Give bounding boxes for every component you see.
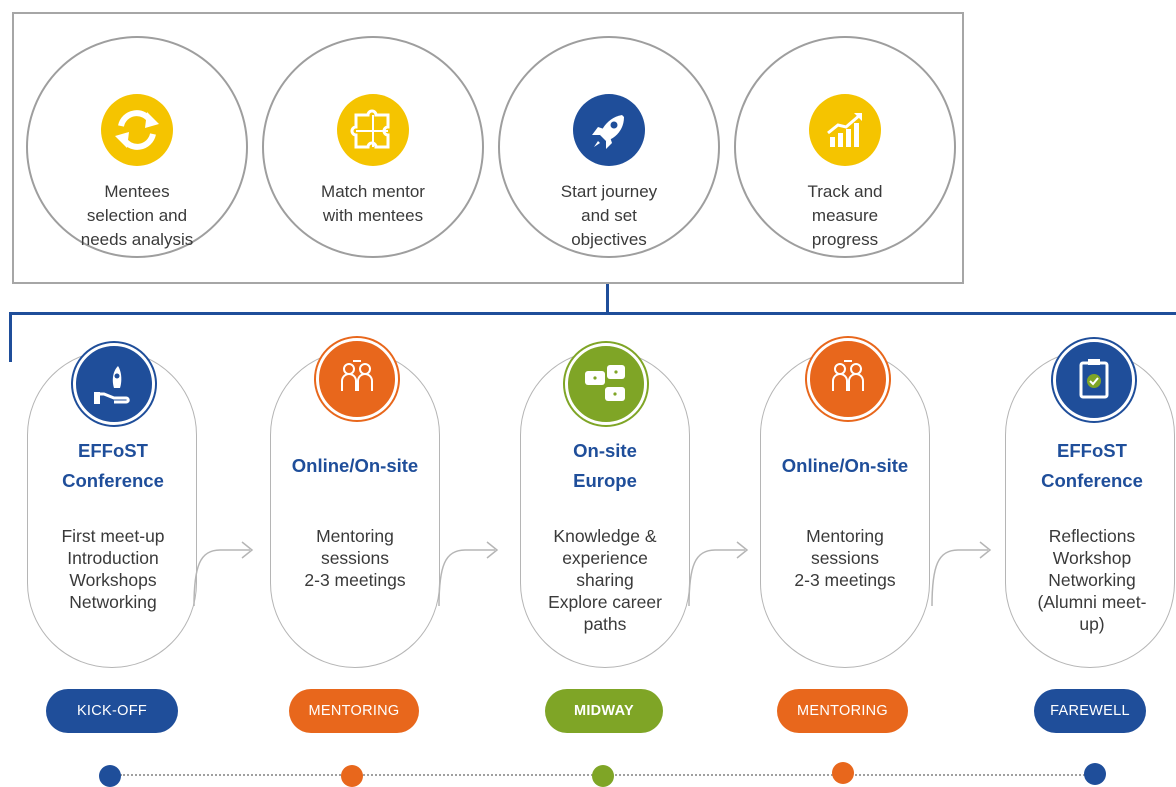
timeline-dot [341, 765, 363, 787]
arrow-right-icon [193, 541, 254, 607]
hand-rocket-icon [73, 343, 155, 425]
phase-title: Online/On-site [781, 455, 909, 476]
step-mentees-selection: Mentees selection and needs analysis [26, 36, 248, 258]
step-match-mentor: Match mentor with mentees [262, 36, 484, 258]
connector-left-drop [9, 312, 12, 362]
refresh-arrows-icon [101, 94, 173, 166]
badge-midway: MIDWAY [545, 689, 663, 733]
growth-chart-icon [809, 94, 881, 166]
step-label: Track and measure progress [807, 182, 883, 249]
phase-title: EFFoST Conference [1041, 440, 1143, 491]
step-label: Match mentor with mentees [321, 182, 425, 225]
arrow-right-icon [688, 541, 749, 607]
phase-title: Online/On-site [291, 455, 419, 476]
timeline-dot [592, 765, 614, 787]
mentors-exchange-icon [807, 338, 889, 420]
timeline-dot [99, 765, 121, 787]
phase-description: Mentoring sessions 2-3 meetings [794, 526, 896, 590]
phase-description: First meet-up Introduction Workshops Net… [61, 526, 165, 612]
speech-bubbles-icon [565, 343, 647, 425]
timeline-dot [1084, 763, 1106, 785]
step-label: Start journey and set objectives [560, 182, 658, 249]
connector-vertical [606, 284, 609, 314]
connector-horizontal [9, 312, 1176, 315]
puzzle-pieces-icon [337, 94, 409, 166]
badge-kickoff: KICK-OFF [46, 689, 178, 733]
arrow-right-icon [931, 541, 992, 607]
phase-description: Reflections Workshop Networking (Alumni … [1037, 526, 1147, 634]
rocket-icon [573, 94, 645, 166]
step-label: Mentees selection and needs analysis [80, 182, 194, 249]
phase-description: Mentoring sessions 2-3 meetings [304, 526, 406, 590]
phase-title: EFFoST Conference [62, 440, 164, 491]
step-track-progress: Track and measure progress [734, 36, 956, 258]
step-start-journey: Start journey and set objectives [498, 36, 720, 258]
phase-description: Knowledge & experience sharing Explore c… [548, 526, 662, 634]
clipboard-check-icon [1053, 339, 1135, 421]
phase-title: On-site Europe [573, 440, 637, 491]
badge-mentoring: MENTORING [777, 689, 908, 733]
onboarding-steps-panel: Mentees selection and needs analysis Mat… [12, 12, 964, 284]
mentors-exchange-icon [316, 338, 398, 420]
badge-mentoring: MENTORING [289, 689, 419, 733]
badge-farewell: FAREWELL [1034, 689, 1146, 733]
arrow-right-icon [438, 541, 499, 607]
timeline-dot [832, 762, 854, 784]
